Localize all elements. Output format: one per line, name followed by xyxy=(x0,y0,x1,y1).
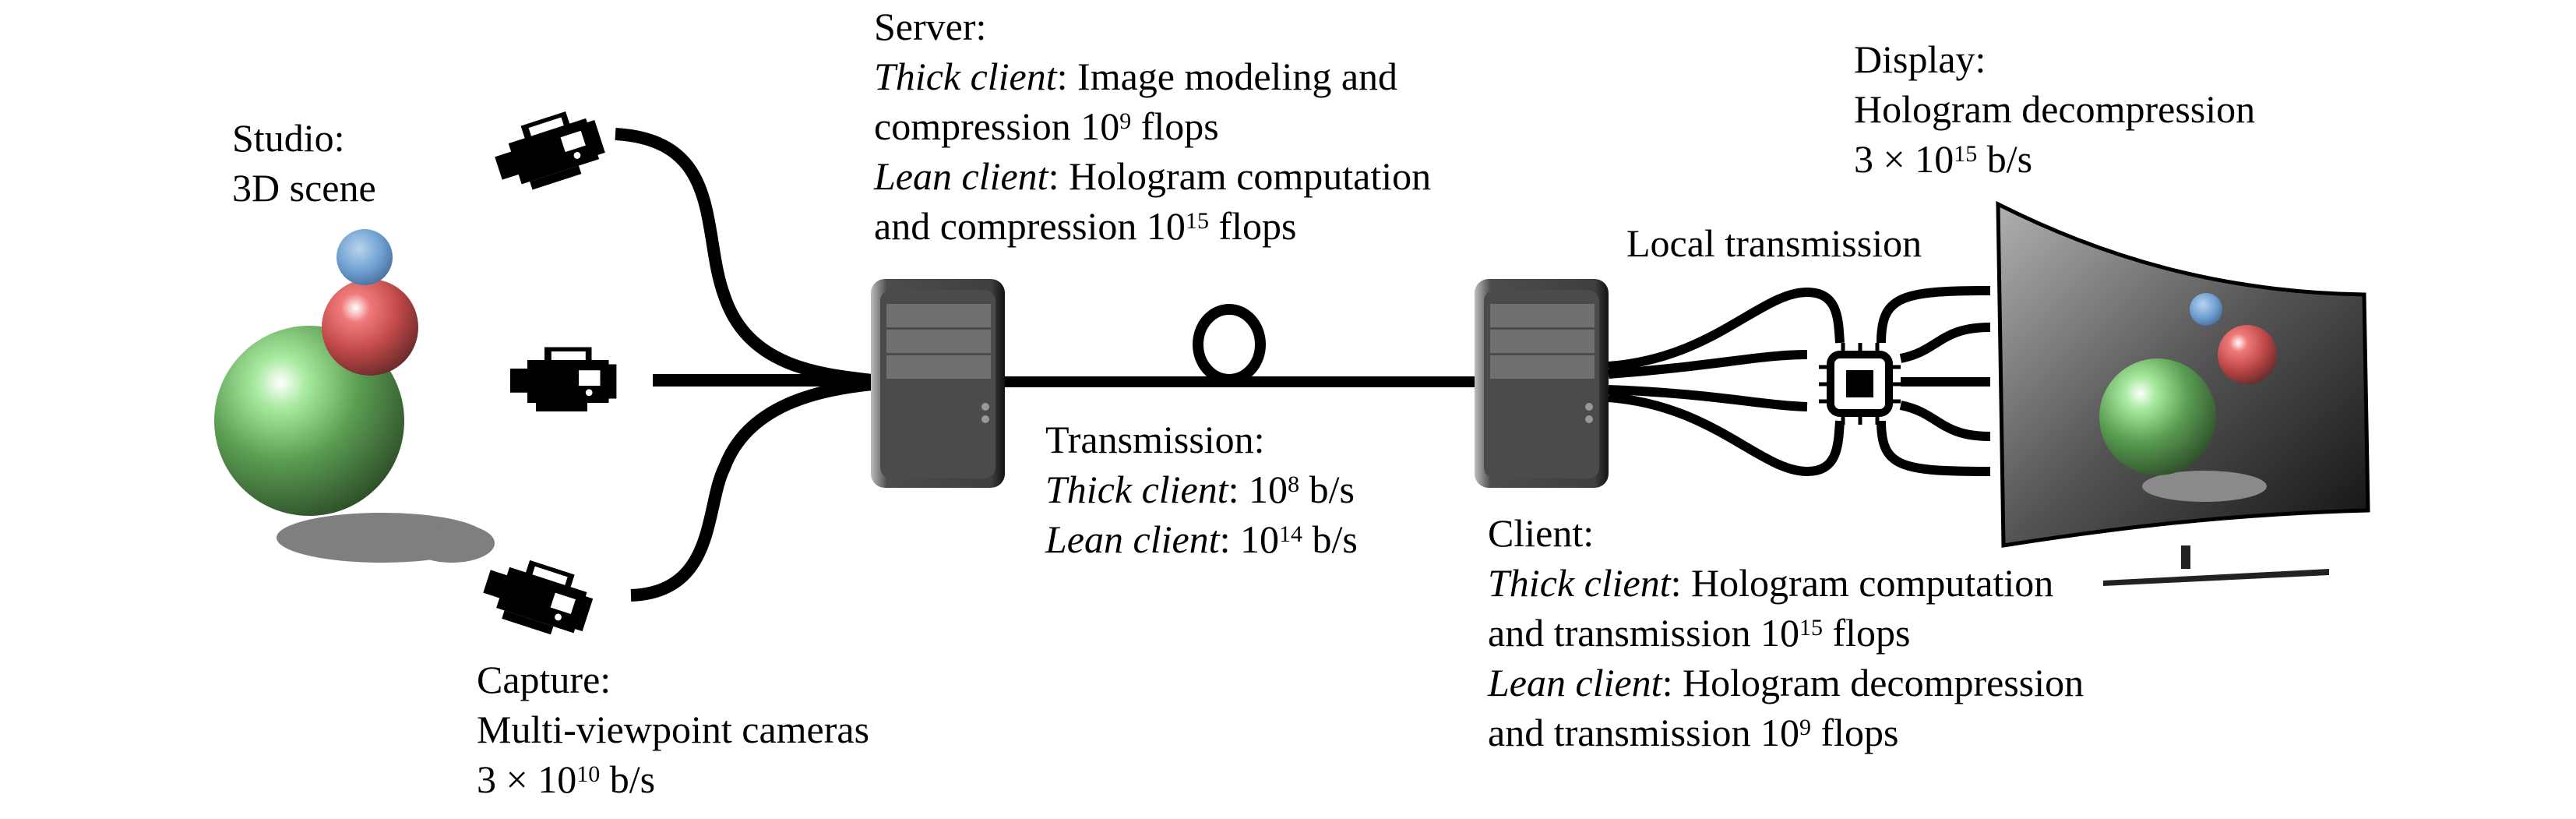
local-cables xyxy=(1608,286,1991,477)
display-icon xyxy=(1996,200,2370,586)
fiber-link xyxy=(1005,304,1475,387)
camera-icon xyxy=(483,560,594,635)
red-sphere xyxy=(322,279,418,376)
red-sphere xyxy=(2218,325,2277,384)
blue-sphere xyxy=(337,229,393,285)
camera-icon xyxy=(495,111,605,190)
shadow xyxy=(2142,471,2267,502)
capture-label: Capture: Multi-viewpoint cameras 3 × 101… xyxy=(477,658,870,801)
studio-label: Studio: 3D scene xyxy=(232,116,376,210)
fiber-loop xyxy=(1193,304,1266,385)
studio-scene xyxy=(214,229,495,563)
green-sphere xyxy=(2099,358,2216,475)
client-label: Client: Thick client: Hologram computati… xyxy=(1488,511,2084,754)
server-label: Server: Thick client: Image modeling and… xyxy=(874,5,1432,248)
display-label: Display: Hologram decompression 3 × 1015… xyxy=(1854,37,2256,181)
server-icon xyxy=(871,279,1005,488)
chip-icon xyxy=(1819,343,1901,425)
shadow xyxy=(409,524,495,563)
client-server-icon xyxy=(1475,279,1609,488)
camera-icon xyxy=(510,347,617,411)
camera-cables xyxy=(615,128,873,602)
local-transmission-label: Local transmission xyxy=(1626,221,1922,265)
transmission-label: Transmission: Thick client: 108 b/s Lean… xyxy=(1045,418,1358,561)
blue-sphere xyxy=(2190,293,2222,326)
